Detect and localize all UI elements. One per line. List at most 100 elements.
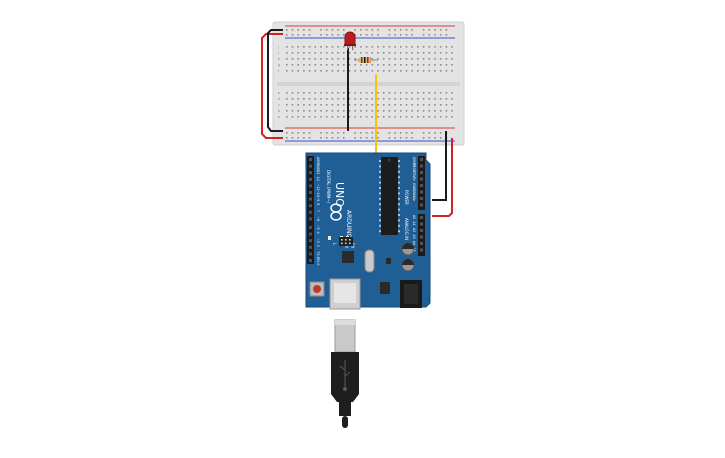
terminal-hole[interactable] [348, 58, 351, 60]
power-pin-header[interactable] [418, 156, 425, 210]
terminal-hole[interactable] [331, 46, 334, 48]
terminal-hole[interactable] [434, 92, 436, 94]
digital-pin-socket[interactable] [309, 217, 312, 221]
terminal-hole[interactable] [405, 98, 408, 100]
rail-hole[interactable] [303, 29, 305, 31]
terminal-hole[interactable] [434, 58, 436, 60]
terminal-hole[interactable] [417, 64, 419, 66]
terminal-hole[interactable] [445, 58, 448, 60]
terminal-hole[interactable] [428, 52, 431, 54]
terminal-hole[interactable] [400, 64, 402, 66]
rail-hole[interactable] [422, 34, 425, 36]
terminal-hole[interactable] [422, 46, 425, 48]
rail-hole[interactable] [434, 132, 436, 134]
terminal-hole[interactable] [422, 64, 425, 66]
terminal-hole[interactable] [337, 104, 339, 106]
terminal-hole[interactable] [405, 110, 408, 112]
terminal-hole[interactable] [320, 58, 322, 60]
terminal-hole[interactable] [422, 98, 425, 100]
terminal-hole[interactable] [434, 104, 436, 106]
rail-hole[interactable] [445, 34, 448, 36]
wire-black-left[interactable] [267, 29, 283, 132]
terminal-hole[interactable] [400, 116, 402, 118]
terminal-hole[interactable] [291, 64, 294, 66]
terminal-hole[interactable] [405, 46, 408, 48]
terminal-hole[interactable] [394, 104, 396, 106]
terminal-hole[interactable] [331, 104, 334, 106]
terminal-hole[interactable] [303, 116, 305, 118]
terminal-hole[interactable] [439, 110, 442, 112]
digital-pin-socket[interactable] [309, 177, 312, 181]
power-pin-socket[interactable] [420, 164, 423, 168]
terminal-hole[interactable] [354, 98, 356, 100]
terminal-hole[interactable] [445, 98, 448, 100]
terminal-hole[interactable] [394, 98, 396, 100]
terminal-hole[interactable] [297, 58, 299, 60]
rail-hole[interactable] [354, 137, 356, 139]
terminal-hole[interactable] [388, 58, 391, 60]
terminal-hole[interactable] [451, 92, 453, 94]
terminal-hole[interactable] [325, 104, 328, 106]
terminal-hole[interactable] [394, 110, 396, 112]
power-pin-socket[interactable] [420, 171, 423, 174]
terminal-hole[interactable] [303, 92, 305, 94]
terminal-hole[interactable] [434, 116, 436, 118]
terminal-hole[interactable] [451, 58, 453, 60]
terminal-hole[interactable] [434, 52, 436, 54]
terminal-hole[interactable] [394, 64, 396, 66]
rail-hole[interactable] [291, 29, 294, 31]
rail-hole[interactable] [400, 34, 402, 36]
terminal-hole[interactable] [308, 70, 311, 72]
terminal-hole[interactable] [360, 64, 362, 66]
rail-hole[interactable] [354, 132, 356, 134]
terminal-hole[interactable] [314, 104, 317, 106]
terminal-hole[interactable] [286, 70, 288, 72]
rail-hole[interactable] [388, 137, 391, 139]
rail-hole[interactable] [343, 29, 345, 31]
terminal-hole[interactable] [365, 52, 368, 54]
rail-hole[interactable] [388, 29, 391, 31]
terminal-hole[interactable] [303, 104, 305, 106]
terminal-hole[interactable] [451, 64, 453, 66]
rail-hole[interactable] [434, 34, 436, 36]
terminal-hole[interactable] [411, 70, 413, 72]
terminal-hole[interactable] [434, 46, 436, 48]
terminal-hole[interactable] [388, 116, 391, 118]
terminal-hole[interactable] [337, 46, 339, 48]
rail-hole[interactable] [320, 29, 322, 31]
terminal-hole[interactable] [365, 64, 368, 66]
terminal-hole[interactable] [371, 98, 374, 100]
terminal-hole[interactable] [439, 64, 442, 66]
terminal-hole[interactable] [308, 64, 311, 66]
terminal-hole[interactable] [365, 104, 368, 106]
terminal-hole[interactable] [354, 92, 356, 94]
rail-hole[interactable] [291, 132, 294, 134]
terminal-hole[interactable] [297, 64, 299, 66]
rail-hole[interactable] [377, 137, 379, 139]
rail-hole[interactable] [331, 29, 334, 31]
rail-hole[interactable] [377, 29, 379, 31]
terminal-hole[interactable] [354, 58, 356, 60]
rail-hole[interactable] [303, 137, 305, 139]
terminal-hole[interactable] [451, 116, 453, 118]
terminal-hole[interactable] [354, 64, 356, 66]
terminal-hole[interactable] [371, 110, 374, 112]
rail-hole[interactable] [297, 29, 299, 31]
rail-hole[interactable] [291, 137, 294, 139]
terminal-hole[interactable] [314, 64, 317, 66]
terminal-hole[interactable] [303, 64, 305, 66]
terminal-hole[interactable] [417, 110, 419, 112]
terminal-hole[interactable] [308, 58, 311, 60]
terminal-hole[interactable] [405, 58, 408, 60]
digital-pin-socket[interactable] [309, 171, 312, 175]
red-led[interactable] [344, 31, 356, 50]
terminal-hole[interactable] [337, 98, 339, 100]
terminal-hole[interactable] [314, 110, 317, 112]
terminal-hole[interactable] [343, 116, 345, 118]
terminal-hole[interactable] [365, 46, 368, 48]
rail-hole[interactable] [308, 34, 311, 36]
terminal-hole[interactable] [331, 98, 334, 100]
terminal-hole[interactable] [394, 70, 396, 72]
terminal-hole[interactable] [371, 52, 374, 54]
